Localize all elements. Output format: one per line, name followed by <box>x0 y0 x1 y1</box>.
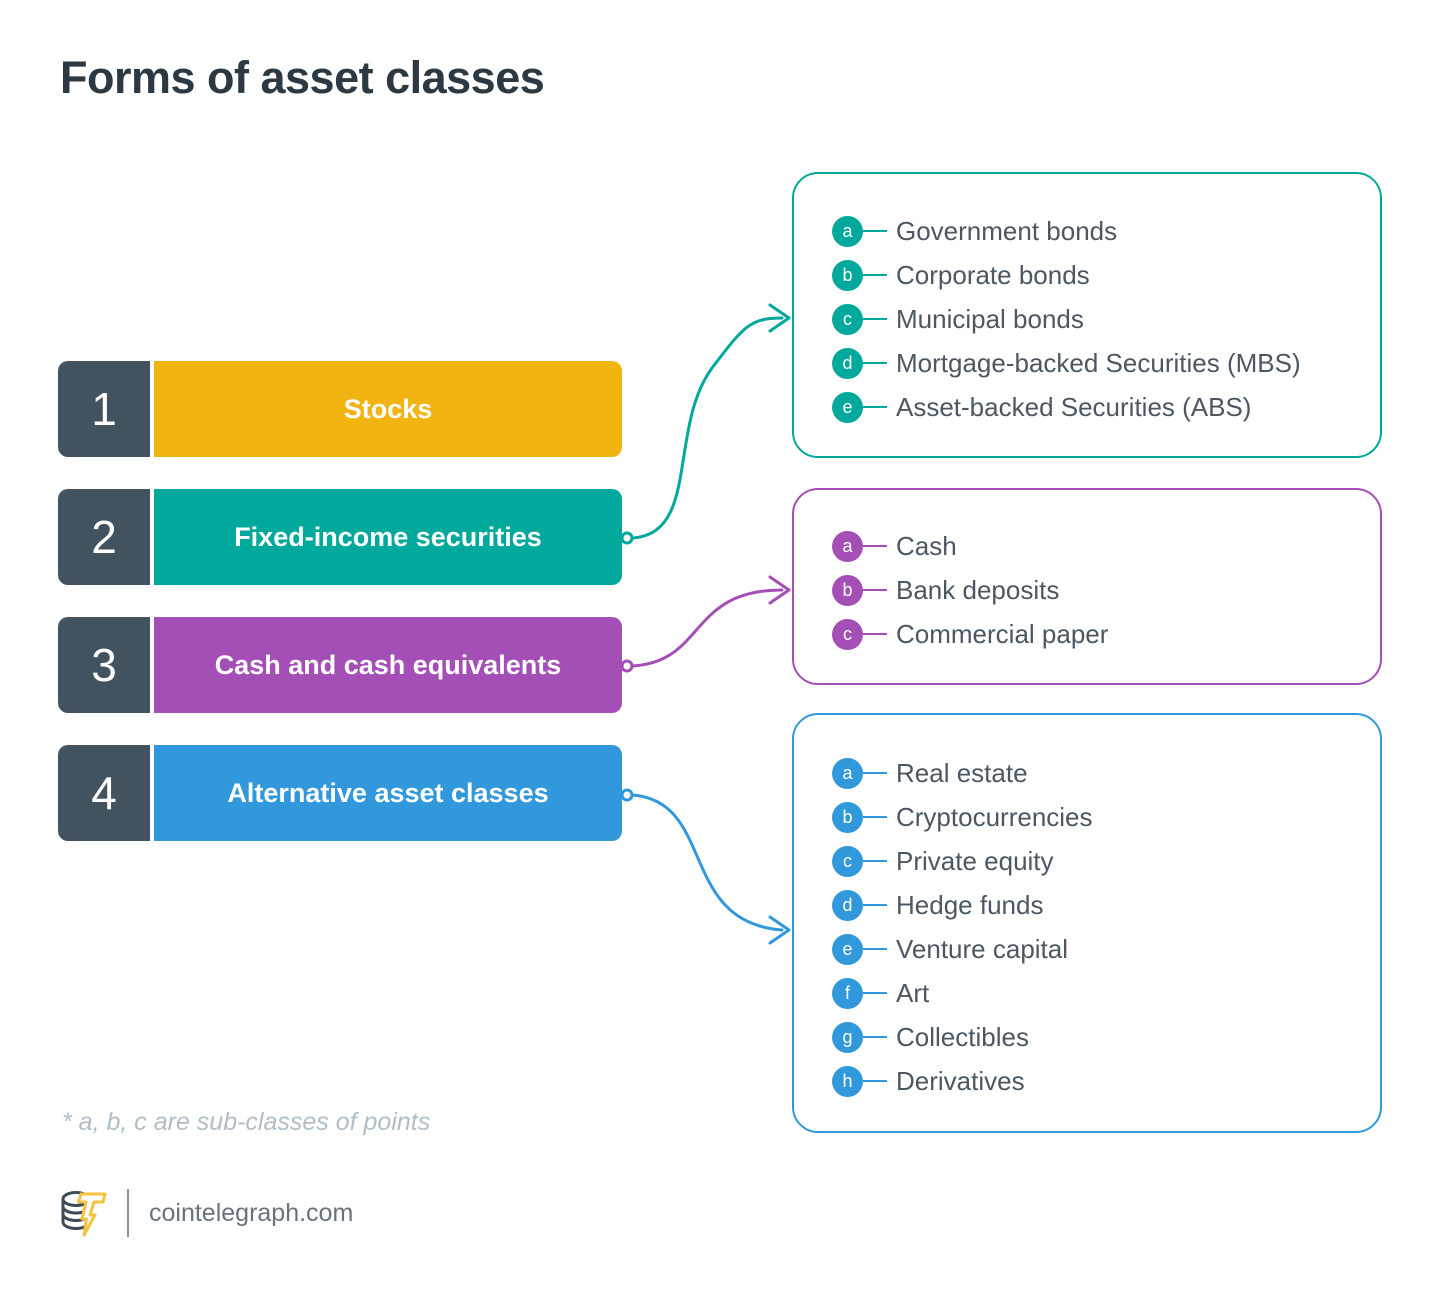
dash-connector <box>863 588 887 592</box>
dash-connector <box>863 632 887 636</box>
arrowhead-fixed-income <box>768 303 791 333</box>
row-number: 1 <box>58 361 150 457</box>
item-label: Collectibles <box>896 1021 1029 1052</box>
dash-connector <box>863 405 887 409</box>
list-item: c Municipal bonds <box>832 297 1380 341</box>
item-label: Derivatives <box>896 1065 1025 1096</box>
page-title: Forms of asset classes <box>60 52 545 103</box>
dash-connector <box>863 903 887 907</box>
list-item: d Hedge funds <box>832 883 1380 927</box>
group-box-fixed-income: a Government bonds b Corporate bonds c M… <box>792 172 1382 458</box>
asset-class-row-cash: 3 Cash and cash equivalents <box>58 617 622 713</box>
list-item: a Government bonds <box>832 209 1380 253</box>
list-item: b Bank deposits <box>832 568 1380 612</box>
lightning-t-glyph <box>77 1192 107 1237</box>
item-label: Asset-backed Securities (ABS) <box>896 391 1252 422</box>
list-item: h Derivatives <box>832 1059 1380 1103</box>
letter-badge: c <box>832 618 863 650</box>
letter-badge: c <box>832 303 863 335</box>
item-label: Government bonds <box>896 215 1118 246</box>
footer-divider <box>127 1189 129 1237</box>
dash-connector <box>863 815 887 819</box>
list-item: a Cash <box>832 524 1380 568</box>
item-label: Real estate <box>896 757 1028 788</box>
letter-badge: d <box>832 347 863 379</box>
dash-connector <box>863 1079 887 1083</box>
dash-connector <box>863 991 887 995</box>
letter-badge: c <box>832 845 863 877</box>
row-label-bar: Fixed-income securities <box>154 489 622 585</box>
row-number: 3 <box>58 617 150 713</box>
arrow-origin-dot <box>620 788 634 802</box>
dash-connector <box>863 1035 887 1039</box>
arrow-alternative <box>630 793 784 932</box>
item-label: Commercial paper <box>896 618 1109 649</box>
arrow-cash <box>630 588 784 668</box>
footer-brand: cointelegraph.com <box>57 1186 353 1240</box>
arrowhead-cash <box>768 575 791 605</box>
row-label-bar: Cash and cash equivalents <box>154 617 622 713</box>
item-label: Municipal bonds <box>896 303 1084 334</box>
asset-class-row-fixed-income: 2 Fixed-income securities <box>58 489 622 585</box>
row-label-bar: Alternative asset classes <box>154 745 622 841</box>
dash-connector <box>863 544 887 548</box>
asset-class-row-stocks: 1 Stocks <box>58 361 622 457</box>
row-label-bar: Stocks <box>154 361 622 457</box>
letter-badge: f <box>832 977 863 1009</box>
letter-badge: a <box>832 215 863 247</box>
footnote: * a, b, c are sub-classes of points <box>62 1108 431 1136</box>
list-item: a Real estate <box>832 751 1380 795</box>
list-item: c Commercial paper <box>832 612 1380 656</box>
list-item: e Venture capital <box>832 927 1380 971</box>
dash-connector <box>863 229 887 233</box>
group-box-cash: a Cash b Bank deposits c Commercial pape… <box>792 488 1382 685</box>
letter-badge: b <box>832 259 863 291</box>
item-label: Mortgage-backed Securities (MBS) <box>896 347 1301 378</box>
item-label: Hedge funds <box>896 889 1044 920</box>
arrow-origin-dot <box>620 659 634 673</box>
item-label: Art <box>896 977 930 1008</box>
dash-connector <box>863 273 887 277</box>
list-item: b Cryptocurrencies <box>832 795 1380 839</box>
item-label: Cryptocurrencies <box>896 801 1093 832</box>
row-number: 4 <box>58 745 150 841</box>
item-label: Cash <box>896 530 957 561</box>
letter-badge: d <box>832 889 863 921</box>
list-item: c Private equity <box>832 839 1380 883</box>
group-box-alternative: a Real estate b Cryptocurrencies c Priva… <box>792 713 1382 1133</box>
item-label: Bank deposits <box>896 574 1060 605</box>
letter-badge: a <box>832 530 863 562</box>
dash-connector <box>863 771 887 775</box>
dash-connector <box>863 947 887 951</box>
list-item: g Collectibles <box>832 1015 1380 1059</box>
cointelegraph-logo-icon <box>61 1191 107 1237</box>
list-item: d Mortgage-backed Securities (MBS) <box>832 341 1380 385</box>
letter-badge: a <box>832 757 863 789</box>
letter-badge: b <box>832 801 863 833</box>
list-item: e Asset-backed Securities (ABS) <box>832 385 1380 429</box>
list-item: b Corporate bonds <box>832 253 1380 297</box>
item-label: Venture capital <box>896 933 1069 964</box>
letter-badge: e <box>832 933 863 965</box>
letter-badge: g <box>832 1021 863 1053</box>
footer-site-label: cointelegraph.com <box>149 1198 354 1227</box>
dash-connector <box>863 317 887 321</box>
row-number: 2 <box>58 489 150 585</box>
letter-badge: b <box>832 574 863 606</box>
letter-badge: h <box>832 1065 863 1097</box>
item-label: Corporate bonds <box>896 259 1090 290</box>
arrow-fixed-income <box>630 316 784 540</box>
asset-class-row-alternative: 4 Alternative asset classes <box>58 745 622 841</box>
arrowhead-alternative <box>768 915 791 945</box>
dash-connector <box>863 859 887 863</box>
arrow-origin-dot <box>620 531 634 545</box>
item-label: Private equity <box>896 845 1054 876</box>
dash-connector <box>863 361 887 365</box>
letter-badge: e <box>832 391 863 423</box>
list-item: f Art <box>832 971 1380 1015</box>
